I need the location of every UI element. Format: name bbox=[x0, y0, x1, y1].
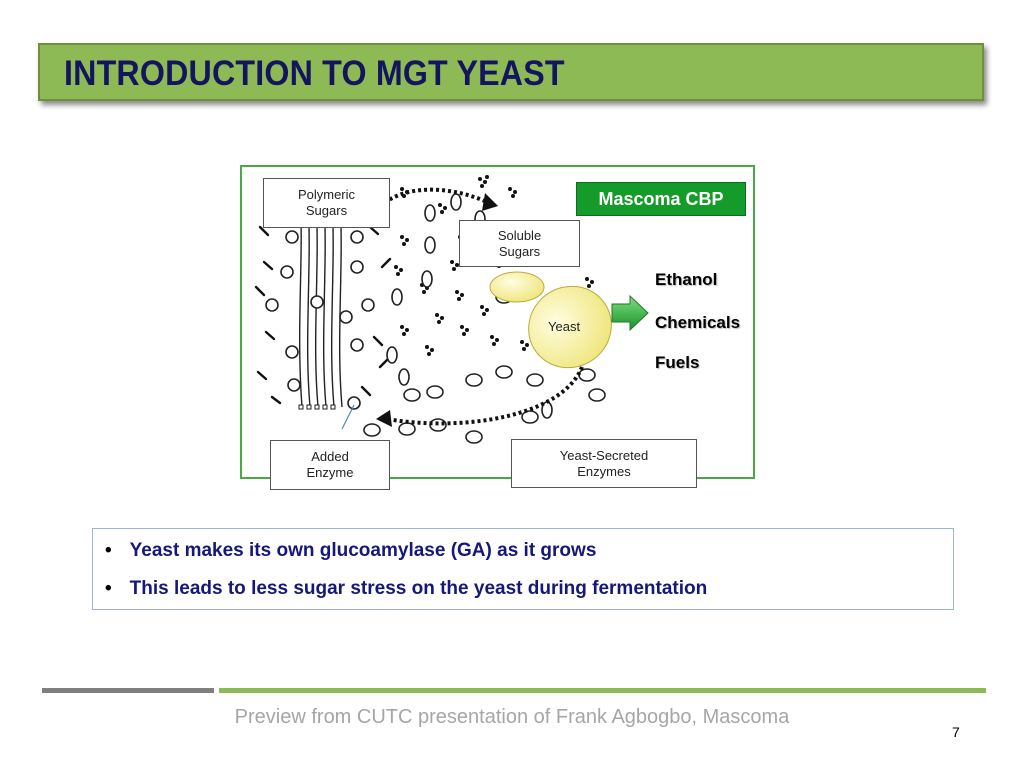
polymeric-sugars-label: Polymeric Sugars bbox=[263, 178, 390, 228]
yeast-secreted-enzymes-label: Yeast-Secreted Enzymes bbox=[511, 439, 697, 488]
bullet-dot: • bbox=[105, 578, 112, 599]
added-enzyme-line2: Enzyme bbox=[306, 465, 354, 480]
product-fuels: Fuels bbox=[655, 353, 700, 372]
secretion-arrow bbox=[386, 366, 584, 426]
added-enzyme-line1: Added bbox=[311, 449, 349, 464]
page-number: 7 bbox=[952, 724, 960, 740]
yeast-label: Yeast bbox=[548, 319, 581, 334]
fiber-ends bbox=[298, 404, 336, 410]
soluble-sugars-line2: Sugars bbox=[498, 243, 541, 259]
yeast-cell bbox=[528, 285, 612, 369]
soluble-sugars-label: Soluble Sugars bbox=[459, 220, 580, 267]
bullet-dot: • bbox=[105, 540, 112, 561]
bullet-text: This leads to less sugar stress on the y… bbox=[129, 578, 708, 599]
bullet-list: • Yeast makes its own glucoamylase (GA) a… bbox=[92, 528, 954, 610]
mascoma-cbp-badge: Mascoma CBP bbox=[576, 182, 746, 216]
cbp-diagram: Polymeric Sugars Soluble Sugars Mascoma … bbox=[240, 165, 755, 490]
bullet-text: Yeast makes its own glucoamylase (GA) as… bbox=[129, 540, 597, 561]
polymer-chains bbox=[254, 201, 392, 405]
slide-title: INTRODUCTION TO MGT YEAST bbox=[64, 54, 565, 93]
footer-rule-green bbox=[219, 688, 986, 693]
polymeric-sugars-line1: Polymeric bbox=[297, 187, 356, 202]
fiber-enzymes bbox=[265, 230, 375, 410]
soluble-sugars-line1: Soluble bbox=[497, 227, 542, 243]
added-enzyme-label: Added Enzyme bbox=[270, 440, 390, 490]
yeast-bud bbox=[489, 271, 545, 303]
footer-rule-grey bbox=[42, 688, 214, 693]
footer-credit: Preview from CUTC presentation of Frank … bbox=[234, 706, 790, 728]
product-chemicals: Chemicals bbox=[655, 313, 741, 332]
hydrolysis-arrow bbox=[375, 187, 488, 214]
secreted-enzymes-line2: Enzymes bbox=[577, 463, 631, 479]
title-bar: INTRODUCTION TO MGT YEAST bbox=[38, 43, 984, 101]
secreted-enzymes-line1: Yeast-Secreted bbox=[559, 447, 649, 463]
product-arrow bbox=[611, 294, 649, 332]
polymeric-sugars-line2: Sugars bbox=[305, 203, 348, 218]
bullet-item: • This leads to less sugar stress on the … bbox=[105, 578, 707, 600]
product-ethanol: Ethanol bbox=[655, 270, 718, 289]
bullet-item: • Yeast makes its own glucoamylase (GA) a… bbox=[105, 540, 596, 562]
added-enzyme-pointer bbox=[341, 404, 355, 430]
